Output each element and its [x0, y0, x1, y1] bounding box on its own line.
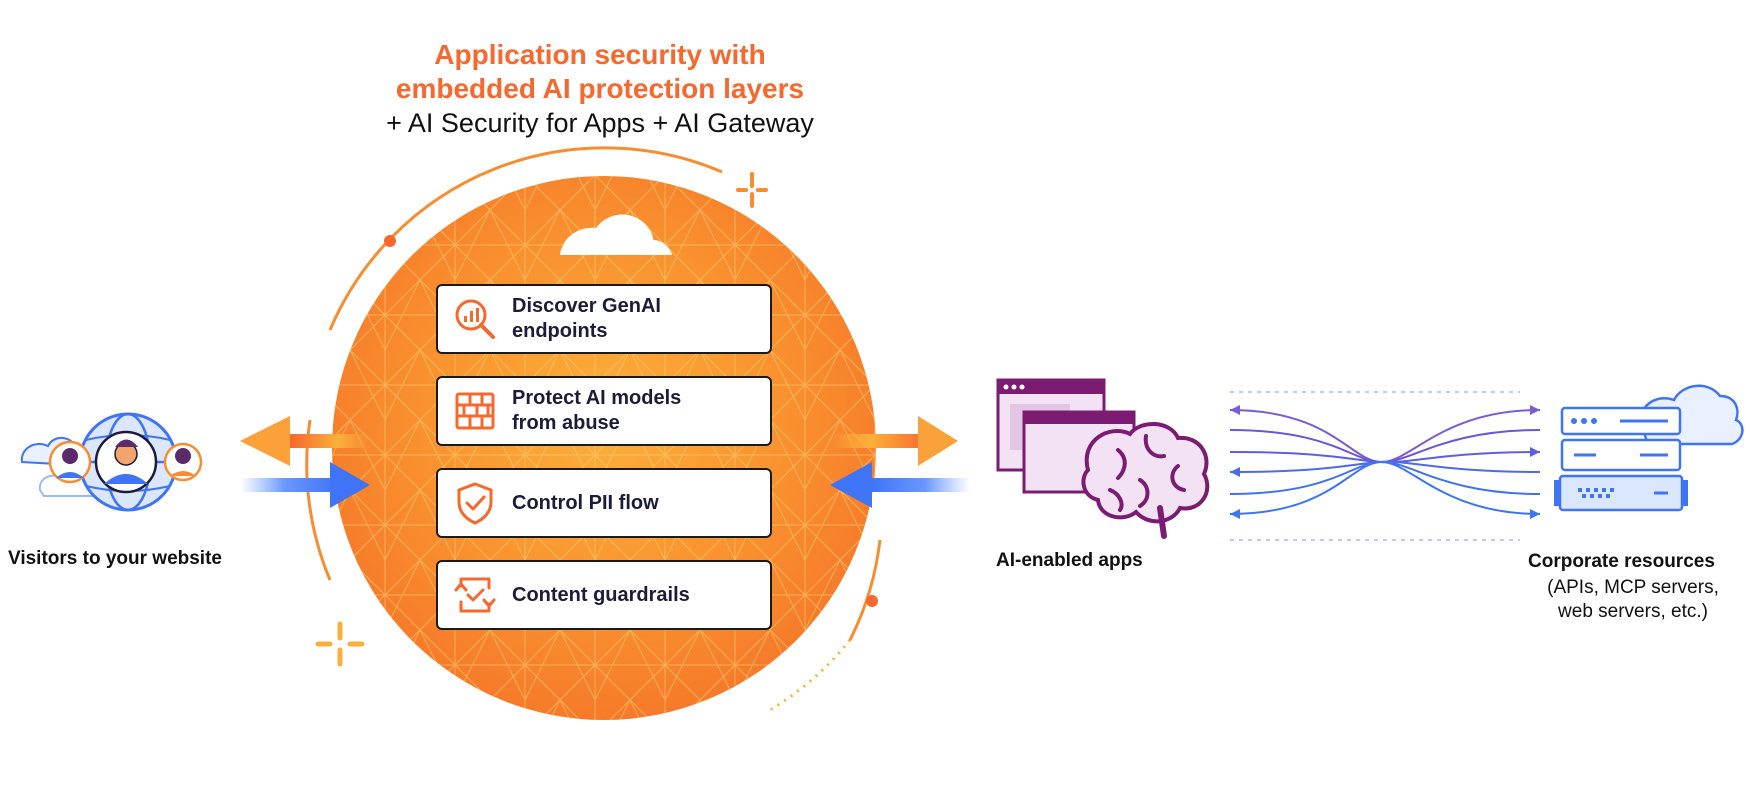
- arrow-outbound-right: [830, 416, 958, 466]
- corporate-caption: Corporate resources: [1528, 551, 1715, 572]
- arrow-outbound-left: [240, 416, 370, 466]
- card-label: Protect AI models from abuse: [512, 387, 682, 434]
- brick-wall-icon: [455, 392, 495, 430]
- sparkle-icon-bottom: [315, 621, 365, 667]
- outer-ring-arc-dotted: [769, 639, 852, 712]
- visitors-caption: Visitors to your website: [8, 548, 222, 569]
- card-protect-models: Protect AI models from abuse: [436, 376, 772, 446]
- apps-caption: AI-enabled apps: [996, 550, 1143, 571]
- subtitle: + AI Security for Apps + AI Gateway: [386, 108, 814, 138]
- card-control-pii: Control PII flow: [436, 468, 772, 538]
- outer-ring-arc-right: [848, 539, 882, 641]
- visitors-illustration: [20, 412, 203, 512]
- card-label: Control PII flow: [512, 491, 659, 514]
- card-discover-genai: Discover GenAI endpoints: [436, 284, 772, 354]
- title-line-1: Application security with: [434, 39, 766, 70]
- ai-apps-illustration: [996, 378, 1210, 539]
- ring-dot-right: [866, 595, 878, 607]
- card-label: Discover GenAI endpoints: [512, 295, 661, 342]
- title-block: Application security with embedded AI pr…: [0, 38, 1200, 140]
- corporate-subcaption: (APIs, MCP servers, web servers, etc.): [1547, 577, 1719, 622]
- refresh-check-icon: [454, 577, 496, 613]
- magnifier-chart-icon: [455, 299, 495, 339]
- server-stack-icon: [1554, 384, 1744, 512]
- arrow-inbound-left: [240, 462, 370, 508]
- sparkle-icon-top: [736, 172, 768, 208]
- cloudflare-logo-icon: [560, 214, 672, 255]
- arrow-inbound-right: [830, 462, 970, 508]
- connection-lines: [1229, 391, 1541, 541]
- ring-dot-left: [384, 235, 396, 247]
- card-content-guardrails: Content guardrails: [436, 560, 772, 630]
- brain-icon: [1081, 421, 1210, 539]
- shield-check-icon: [457, 482, 493, 525]
- title-line-2: embedded AI protection layers: [395, 73, 805, 104]
- outer-ring-arc-top: [328, 146, 723, 331]
- card-label: Content guardrails: [512, 583, 690, 606]
